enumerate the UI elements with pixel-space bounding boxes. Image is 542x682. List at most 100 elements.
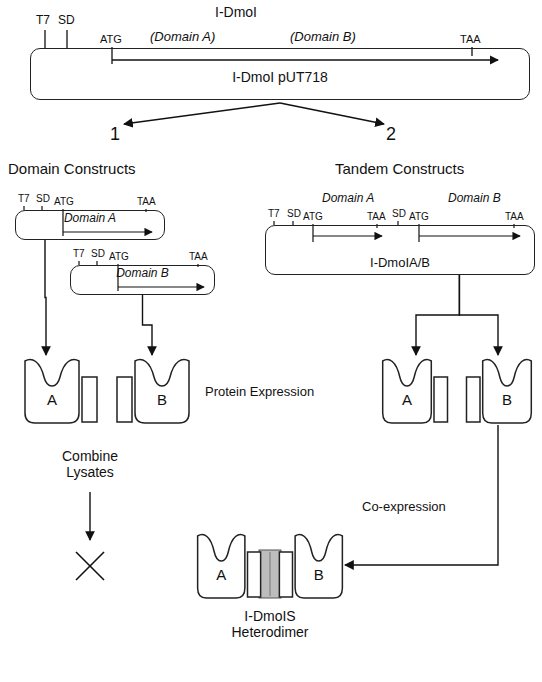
domain-label: (Domain B)	[290, 30, 356, 45]
plasmid-features	[112, 59, 498, 60]
section-title: Domain Constructs	[8, 160, 136, 177]
tandem-features	[312, 224, 313, 242]
promoter-label: T7	[268, 208, 280, 220]
construct-box: Domain A	[15, 210, 165, 240]
protein-domain: B	[112, 355, 192, 425]
protein-outline	[22, 355, 102, 425]
start-codon: ATG	[100, 33, 122, 46]
tandem-features	[418, 224, 419, 242]
step-number: 1	[110, 124, 120, 145]
split-arrows	[124, 103, 280, 124]
protein-outline	[25, 360, 97, 423]
protein-linker-block	[248, 552, 261, 597]
domain-letter: A	[46, 391, 58, 408]
step-label: Co-expression	[362, 500, 446, 515]
protein-outline	[383, 360, 448, 423]
protein-linker-block	[279, 552, 292, 597]
section-title: Tandem Constructs	[335, 160, 464, 177]
dimer-interface	[270, 552, 271, 596]
protein-outline	[117, 360, 189, 423]
box-label: I-DmoI pUT718	[232, 69, 328, 85]
protein-outline	[275, 530, 345, 600]
start-codon: ATG	[409, 211, 429, 223]
domain-label: Domain B	[448, 192, 501, 206]
rbs-label: SD	[392, 208, 406, 220]
domain-label: Domain A	[322, 192, 374, 206]
flow-arrow	[459, 275, 498, 355]
protein-cup	[483, 360, 532, 423]
stop-codon: TAA	[505, 211, 524, 223]
protein-domain: A	[22, 355, 102, 425]
domain-letter: B	[501, 391, 513, 408]
stop-codon: TAA	[460, 33, 481, 46]
plasmid-features	[44, 30, 45, 48]
domain-letter: A	[215, 566, 227, 583]
protein-linker-block	[82, 377, 97, 422]
plasmid-box: I-DmoI pUT718	[30, 48, 530, 100]
protein-outline	[195, 530, 265, 600]
protein-domain: B	[462, 355, 534, 425]
protein-linker-block	[434, 377, 448, 422]
step-label: Combine Lysates	[48, 448, 132, 480]
stop-codon: TAA	[367, 211, 386, 223]
protein-outline	[380, 355, 452, 425]
heterodimer: I-DmoIS HeterodimerAB	[195, 530, 345, 600]
plasmid-features	[66, 30, 67, 48]
domain-letter: A	[401, 391, 413, 408]
tandem-features	[313, 235, 382, 236]
box-label: I-DmoIA/B	[370, 256, 430, 271]
promoter-label: T7	[36, 14, 50, 28]
step-label: Protein Expression	[205, 385, 314, 400]
rbs-label: SD	[58, 14, 75, 28]
rbs-label: SD	[287, 208, 301, 220]
promoter-label: T7	[18, 193, 30, 205]
construct-box: Domain B	[70, 265, 215, 295]
plasmid-features	[111, 47, 112, 64]
protein-domain: A	[380, 355, 452, 425]
protein-cup	[135, 360, 189, 423]
protein-outline	[467, 360, 532, 423]
protein-outline	[112, 355, 192, 425]
split-arrows	[280, 103, 384, 124]
gene-name: I-DmoI	[215, 4, 257, 20]
flow-arrow	[416, 275, 459, 355]
plasmid-features	[45, 30, 498, 64]
promoter-label: T7	[73, 248, 85, 260]
combine-arrow	[89, 492, 90, 540]
domain-letter: B	[156, 391, 168, 408]
dimer-interface	[259, 550, 281, 598]
failure-cross	[76, 552, 104, 580]
start-codon: ATG	[109, 251, 129, 263]
failure-cross	[76, 552, 104, 580]
box-label: Domain B	[116, 267, 169, 281]
construct-b-features	[118, 286, 204, 287]
rbs-label: SD	[36, 193, 50, 205]
start-codon: ATG	[54, 196, 74, 208]
stop-codon: TAA	[189, 251, 208, 263]
flow-arrow	[345, 425, 498, 565]
domain-label: (Domain A)	[150, 30, 215, 45]
flow-arrow	[143, 295, 153, 355]
protein-linker-block	[117, 377, 132, 422]
dimer-caption: I-DmoIS Heterodimer	[220, 608, 320, 640]
failure-cross	[76, 552, 104, 580]
protein-domain: A	[195, 530, 265, 600]
domain-letter: B	[313, 566, 325, 583]
flow-arrow	[45, 240, 46, 355]
protein-cup	[25, 360, 79, 423]
protein-cup	[383, 360, 432, 423]
tandem-features	[419, 235, 520, 236]
tandem-construct-box: I-DmoIA/B	[265, 225, 535, 275]
protein-cup	[198, 535, 245, 598]
protein-outline	[279, 535, 342, 598]
construct-a-features	[63, 231, 152, 232]
split-arrows	[124, 103, 384, 124]
stop-codon: TAA	[137, 196, 156, 208]
rbs-label: SD	[91, 248, 105, 260]
start-codon: ATG	[303, 211, 323, 223]
protein-domain: B	[275, 530, 345, 600]
step-number: 2	[386, 124, 396, 145]
box-label: Domain A	[64, 212, 116, 226]
